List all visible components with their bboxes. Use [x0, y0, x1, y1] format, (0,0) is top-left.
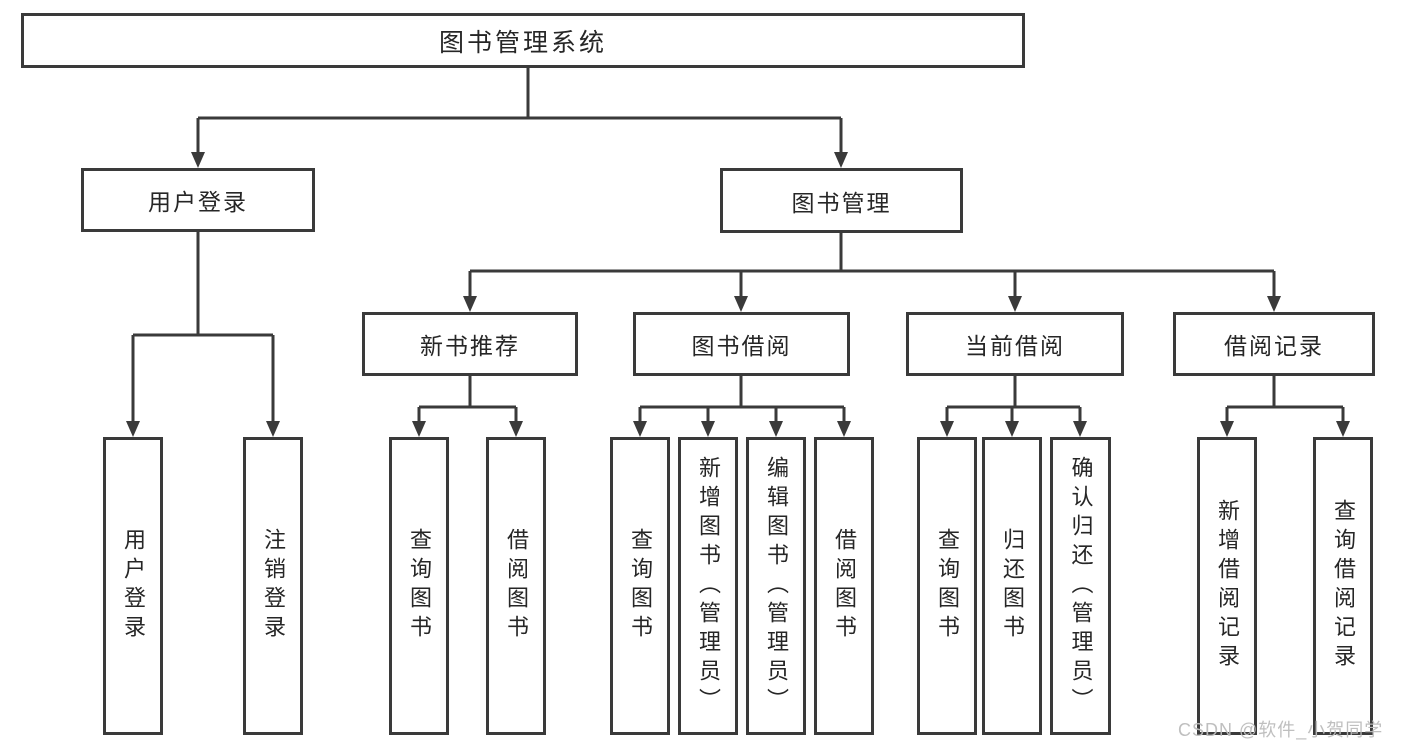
node-borrowing-records: 借阅记录 [1173, 312, 1375, 376]
node-book-management: 图书管理 [720, 168, 963, 233]
node-library-system: 图书管理系统 [21, 13, 1025, 68]
leaf-bb-edit-book-admin-label: 编辑图书（管理员） [764, 455, 789, 717]
node-book-borrowing: 图书借阅 [633, 312, 850, 376]
leaf-user-login-label: 用户登录 [121, 528, 146, 644]
leaf-bb-borrow-book-label: 借阅图书 [832, 528, 857, 644]
leaf-rec-query-book-label: 查询图书 [407, 528, 432, 644]
leaf-cb-return-book-label: 归还图书 [1000, 528, 1025, 644]
node-new-book-recommend: 新书推荐 [362, 312, 578, 376]
leaf-cb-confirm-return-admin-label: 确认归还（管理员） [1068, 455, 1094, 717]
node-borrowing-records-label: 借阅记录 [1224, 333, 1324, 359]
node-book-borrowing-label: 图书借阅 [691, 333, 792, 359]
leaf-br-query-record-label: 查询借阅记录 [1331, 499, 1356, 673]
leaf-br-add-record: 新增借阅记录 [1197, 437, 1257, 735]
node-user-login: 用户登录 [81, 168, 315, 232]
leaf-br-add-record-label: 新增借阅记录 [1215, 499, 1240, 673]
node-new-book-recommend-label: 新书推荐 [420, 333, 520, 359]
leaf-cb-return-book: 归还图书 [982, 437, 1042, 735]
node-library-system-label: 图书管理系统 [438, 28, 607, 57]
leaf-cb-query-book-label: 查询图书 [935, 528, 960, 644]
leaf-br-query-record: 查询借阅记录 [1313, 437, 1373, 735]
leaf-logout-label: 注销登录 [261, 528, 286, 644]
node-current-borrowing-label: 当前借阅 [965, 333, 1065, 359]
node-current-borrowing: 当前借阅 [906, 312, 1124, 376]
arrowheads [126, 152, 1350, 437]
leaf-logout: 注销登录 [243, 437, 303, 735]
leaf-rec-query-book: 查询图书 [389, 437, 449, 735]
leaf-bb-add-book-admin: 新增图书（管理员） [678, 437, 738, 735]
csdn-watermark: CSDN @软件_小贺同学 [1178, 720, 1384, 740]
leaf-cb-query-book: 查询图书 [917, 437, 977, 735]
leaf-rec-borrow-book-label: 借阅图书 [504, 528, 529, 644]
leaf-cb-confirm-return-admin: 确认归还（管理员） [1050, 437, 1111, 735]
leaf-bb-borrow-book: 借阅图书 [814, 437, 874, 735]
leaf-user-login: 用户登录 [103, 437, 163, 735]
node-book-management-label: 图书管理 [791, 189, 892, 216]
leaf-bb-query-book: 查询图书 [610, 437, 670, 735]
leaf-rec-borrow-book: 借阅图书 [486, 437, 546, 735]
node-user-login-label: 用户登录 [148, 189, 248, 215]
leaf-bb-query-book-label: 查询图书 [628, 528, 653, 644]
leaf-bb-edit-book-admin: 编辑图书（管理员） [746, 437, 806, 735]
leaf-bb-add-book-admin-label: 新增图书（管理员） [696, 455, 721, 717]
